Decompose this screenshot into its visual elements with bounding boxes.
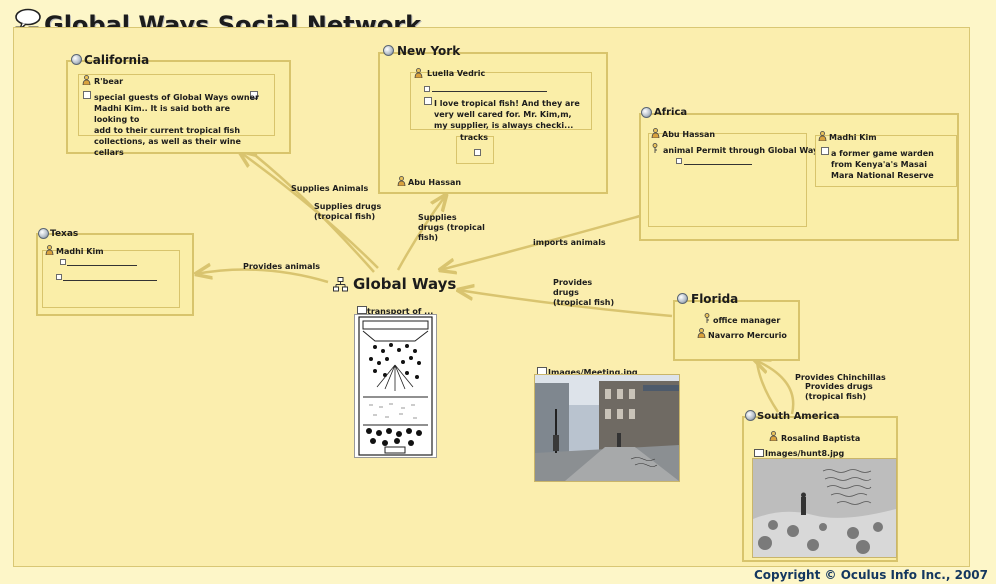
note-placeholder-line <box>63 280 157 281</box>
meeting-image[interactable] <box>534 374 680 482</box>
group-florida[interactable] <box>673 300 800 361</box>
transport-sketch-graphic <box>358 316 433 456</box>
copyright-footer: Copyright © Oculus Info Inc., 2007 <box>753 568 988 582</box>
note-placeholder-line <box>67 265 137 266</box>
florida-title: Florida <box>691 292 739 306</box>
edge-label-provides-chinchillas: Provides Chinchillas <box>795 373 886 382</box>
edge-provides-sa <box>755 360 795 415</box>
note-icon <box>474 149 481 156</box>
key-icon <box>704 313 710 323</box>
new-york-person-2[interactable]: Abu Hassan <box>408 178 462 187</box>
image-icon <box>754 449 764 457</box>
note-icon <box>424 97 432 105</box>
south-america-title: South America <box>757 411 840 422</box>
edge-provides-drugs-fl <box>458 290 673 318</box>
edge-label-provides-drugs-fl: Provides drugs (tropical fish) <box>553 278 615 307</box>
transport-document[interactable] <box>354 314 437 458</box>
meeting-photo-graphic <box>535 375 679 481</box>
edge-supplies-drugs-ca <box>255 155 375 273</box>
edge-imports-animals <box>440 214 641 270</box>
note-placeholder-line <box>684 164 752 165</box>
california-person[interactable]: R'bear <box>94 77 124 86</box>
note-icon <box>250 91 258 99</box>
texas-person[interactable]: Madhi Kim <box>56 247 104 256</box>
note-icon <box>56 274 62 280</box>
edge-label-supplies-drugs-ny: Supplies drugs (tropical fish) <box>418 213 485 242</box>
edge-label-supplies-drugs-ca: Supplies drugs (tropical fish) <box>314 202 382 221</box>
hunt-image-caption: Images/hunt8.jpg <box>765 449 845 458</box>
africa-person-card[interactable] <box>648 133 807 227</box>
person-icon <box>45 245 54 255</box>
note-icon <box>424 86 430 92</box>
edge-label-provides-animals: Provides animals <box>243 262 321 271</box>
note-icon <box>60 259 66 265</box>
network-icon <box>333 277 348 292</box>
new-york-note: I love tropical fish! And they are very … <box>434 99 580 130</box>
edge-provides-sa-2 <box>755 361 780 413</box>
new-york-person-card[interactable] <box>410 72 592 130</box>
document-icon <box>357 306 367 314</box>
africa-title: Africa <box>654 107 688 118</box>
meeting-image-caption: Images/Meeting.jpg <box>548 368 638 377</box>
florida-role: office manager <box>713 316 781 325</box>
center-node-global-ways[interactable]: Global Ways <box>353 275 457 293</box>
edge-provides-animals <box>196 270 329 284</box>
edge-label-provides-drugs-sa: Provides drugs (tropical fish) <box>805 382 873 401</box>
globe-icon <box>745 410 756 421</box>
note-icon <box>821 147 829 155</box>
africa-person[interactable]: Abu Hassan <box>662 130 716 139</box>
edge-label-imports-animals: imports animals <box>533 238 606 247</box>
person-icon <box>818 131 827 141</box>
note-placeholder-line <box>432 91 547 92</box>
africa-permit: animal Permit through Global Ways <box>663 146 824 155</box>
edge-label-supplies-animals: Supplies Animals <box>291 184 369 193</box>
hunt-image[interactable] <box>752 458 897 558</box>
edge-supplies-drugs-ny <box>396 195 446 271</box>
california-title: California <box>84 53 150 67</box>
note-icon <box>83 91 91 99</box>
note-icon <box>676 158 682 164</box>
globe-icon <box>71 54 82 65</box>
person-icon <box>414 68 423 78</box>
person-icon <box>769 431 778 441</box>
globe-icon <box>383 45 394 56</box>
africa-person-card-2[interactable] <box>815 135 957 187</box>
new-york-title: New York <box>397 44 461 58</box>
florida-person[interactable]: Navarro Mercurio <box>708 331 787 340</box>
tracks-label: tracks <box>460 133 488 142</box>
globe-icon <box>677 293 688 304</box>
texas-title: Texas <box>50 229 79 239</box>
transport-doc-caption: transport of ... <box>367 307 434 316</box>
africa-person-2[interactable]: Madhi Kim <box>829 133 877 142</box>
california-note: special guests of Global Ways owner Madh… <box>94 93 259 157</box>
south-america-person[interactable]: Rosalind Baptista <box>781 434 861 443</box>
person-icon <box>397 176 406 186</box>
california-person-card[interactable] <box>78 74 275 136</box>
globe-icon <box>38 228 49 239</box>
africa-note: a former game warden from Kenya'a's Masa… <box>831 149 934 180</box>
person-icon <box>651 128 660 138</box>
key-icon <box>652 143 658 153</box>
hunt-photo-graphic <box>753 459 896 557</box>
person-icon <box>82 75 91 85</box>
new-york-person[interactable]: Luella Vedric <box>427 69 486 78</box>
person-icon <box>697 328 706 338</box>
globe-icon <box>641 107 652 118</box>
